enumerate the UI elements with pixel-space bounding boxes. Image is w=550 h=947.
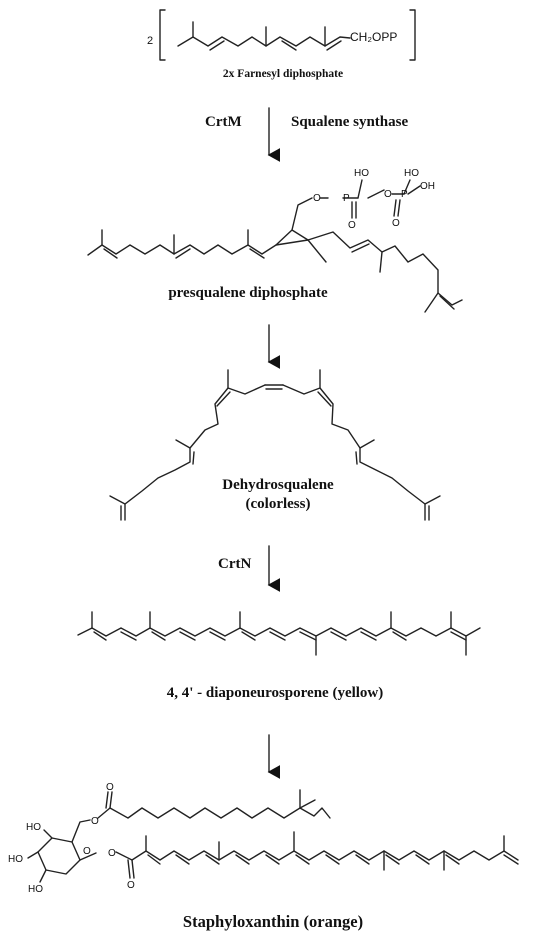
dehydrosqualene-caption: Dehydrosqualene	[222, 477, 334, 493]
diaponeurosporene-caption: 4, 4' - diaponeurosporene (yellow)	[166, 685, 384, 701]
diaponeurosporene-structure	[77, 611, 481, 656]
presqualene-diphosphate-structure	[87, 179, 463, 313]
atom-o: O	[313, 193, 321, 204]
enzyme-name-label: Squalene synthase	[291, 114, 409, 130]
coefficient-label: 2	[147, 35, 154, 47]
staphyloxanthin-caption: Staphyloxanthin (orange)	[182, 912, 364, 931]
staphyloxanthin-structure	[27, 789, 519, 883]
atom-o: O	[106, 782, 114, 793]
atom-o: O	[348, 220, 356, 231]
atom-p: P	[343, 193, 350, 204]
farnesyl-diphosphate-structure	[159, 9, 416, 61]
atom-oh: OH	[420, 181, 435, 192]
reagent-label: CH₂OPP	[350, 30, 398, 44]
farnesyl-caption: 2x Farnesyl diphosphate	[222, 68, 344, 80]
dehydrosqualene-structure	[109, 369, 441, 521]
atom-ho: HO	[354, 168, 369, 179]
presqualene-caption: presqualene diphosphate	[168, 285, 328, 301]
atom-o: O	[108, 848, 116, 859]
right-bracket	[409, 9, 416, 61]
enzyme-crtn-label: CrtN	[218, 556, 252, 572]
atom-ho: HO	[28, 884, 43, 895]
atom-o: O	[392, 218, 400, 229]
atom-o: O	[91, 816, 99, 827]
atom-o: O	[127, 880, 135, 891]
atom-ho: HO	[26, 822, 41, 833]
atom-p: P	[401, 189, 408, 200]
atom-o: O	[384, 189, 392, 200]
enzyme-crtm-label: CrtM	[205, 114, 242, 130]
left-bracket	[159, 9, 166, 61]
dehydrosqualene-subcaption: (colorless)	[245, 496, 311, 512]
atom-o: O	[83, 846, 91, 857]
atom-ho: HO	[404, 168, 419, 179]
atom-ho: HO	[8, 854, 23, 865]
